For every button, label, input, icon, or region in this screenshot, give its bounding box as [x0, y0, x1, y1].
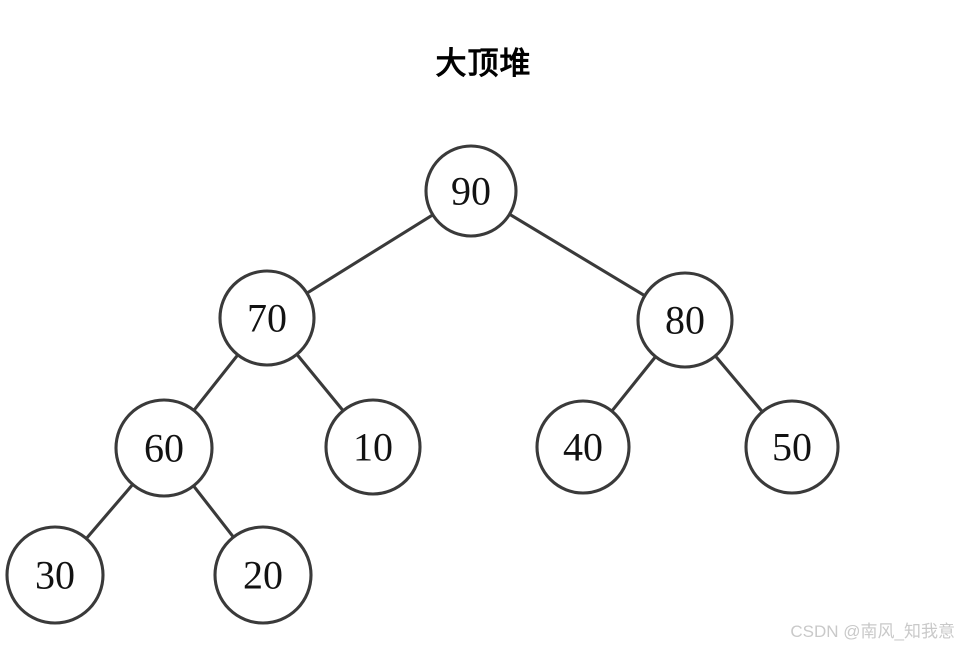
tree-edge-n60-n20 — [191, 483, 236, 540]
tree-edge-n80-n40 — [609, 354, 658, 414]
page-title: 大顶堆 — [435, 46, 532, 81]
tree-edge-n90-n80 — [507, 212, 648, 298]
node-circle-80 — [636, 271, 734, 369]
node-circle-70 — [218, 269, 316, 367]
tree-node-80[interactable]: 80 — [636, 271, 734, 369]
node-circle-50 — [744, 399, 840, 495]
node-label-50: 50 — [772, 425, 812, 470]
node-circle-90 — [424, 144, 518, 238]
node-circle-40 — [535, 399, 631, 495]
tree-edge-n70-n10 — [294, 351, 346, 414]
tree-node-30[interactable]: 30 — [5, 525, 105, 625]
csdn-watermark: CSDN @南风_知我意 — [790, 622, 955, 641]
tree-node-40[interactable]: 40 — [535, 399, 631, 495]
tree-node-20[interactable]: 20 — [213, 525, 313, 625]
tree-nodes: 90 70 80 60 10 40 50 30 20 — [5, 144, 840, 625]
node-circle-10 — [324, 398, 422, 496]
node-label-20: 20 — [243, 553, 283, 598]
tree-edge-n90-n70 — [304, 212, 436, 296]
node-label-90: 90 — [451, 169, 491, 214]
tree-node-60[interactable]: 60 — [114, 398, 214, 498]
tree-node-10[interactable]: 10 — [324, 398, 422, 496]
node-label-30: 30 — [35, 553, 75, 598]
tree-node-70[interactable]: 70 — [218, 269, 316, 367]
node-circle-20 — [213, 525, 313, 625]
node-label-70: 70 — [247, 296, 287, 341]
tree-edge-n60-n30 — [84, 482, 135, 541]
tree-node-50[interactable]: 50 — [744, 399, 840, 495]
tree-edge-n80-n50 — [713, 353, 765, 415]
node-circle-30 — [5, 525, 105, 625]
node-label-10: 10 — [353, 425, 393, 470]
node-label-80: 80 — [665, 298, 705, 343]
tree-edges — [84, 212, 765, 541]
tree-node-90[interactable]: 90 — [424, 144, 518, 238]
node-label-40: 40 — [563, 425, 603, 470]
tree-edge-n70-n60 — [191, 352, 240, 413]
node-label-60: 60 — [144, 426, 184, 471]
node-circle-60 — [114, 398, 214, 498]
